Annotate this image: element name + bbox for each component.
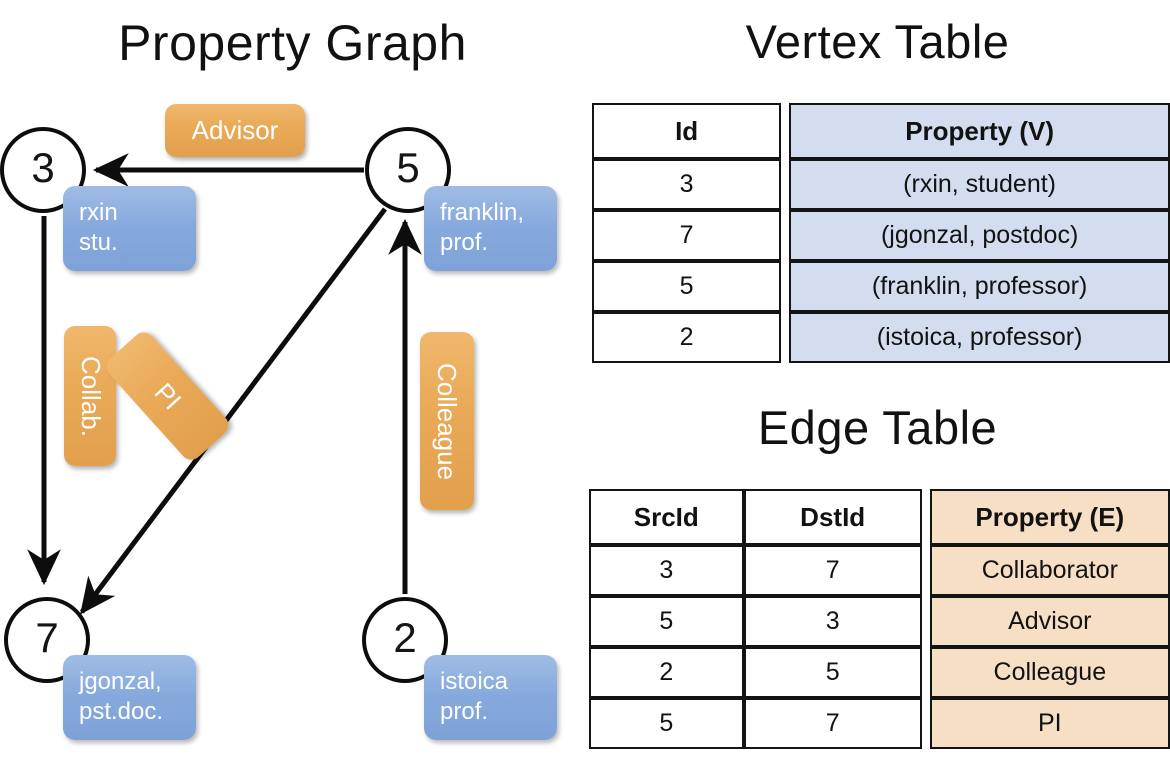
edge-table-column-gap [921, 647, 930, 698]
table-row[interactable]: 3 7 Collaborator [589, 545, 1170, 596]
edge-table-column-gap [921, 545, 930, 596]
vertex-cell-id: 7 [592, 210, 782, 261]
node-property-jgonzal-line1: jgonzal, [79, 668, 162, 695]
table-row[interactable]: 5 3 Advisor [589, 596, 1170, 647]
table-row[interactable]: 3 (rxin, student) [592, 159, 1170, 210]
node-property-istoica-line2: prof. [440, 698, 489, 725]
vertex-table: Id Property (V) 3 (rxin, student) 7 (jgo… [592, 103, 1170, 363]
graph-edges-layer [27, 153, 422, 615]
edge-cell-dstid: 5 [743, 647, 922, 698]
node-property-franklin-line1: franklin, [440, 199, 525, 226]
table-row[interactable]: 5 (franklin, professor) [592, 261, 1170, 312]
vertex-cell-id: 2 [592, 312, 782, 363]
node-property-istoica-line1: istoica [440, 668, 509, 695]
graph-node-2-label: 2 [393, 614, 417, 661]
page-title-property-graph: Property Graph [118, 15, 467, 71]
graph-node-3-label: 3 [31, 144, 55, 191]
node-property-rxin-line2: stu. [79, 229, 118, 256]
edge-cell-property: Colleague [929, 647, 1170, 698]
edge-label-colleague[interactable]: Colleague [420, 332, 474, 510]
graph-node-5[interactable]: 5 [365, 127, 451, 213]
vertex-cell-property: (rxin, student) [789, 159, 1170, 210]
table-row[interactable]: 5 7 PI [589, 698, 1170, 749]
edge-table-header-property: Property (E) [929, 489, 1170, 545]
vertex-table-column-gap [781, 210, 790, 261]
node-property-box-jgonzal[interactable]: jgonzal, pst.doc. [63, 655, 196, 740]
edge-label-pi-text: PI [148, 376, 188, 415]
vertex-cell-id: 5 [592, 261, 782, 312]
graph-node-2[interactable]: 2 [362, 597, 448, 683]
edge-table-header-row: SrcId DstId Property (E) [589, 489, 1170, 545]
edge-table-column-gap [921, 698, 930, 749]
edge-cell-srcid: 5 [589, 596, 744, 647]
node-property-box-rxin[interactable]: rxin stu. [63, 186, 196, 271]
edge-label-collab-text: Collab. [75, 355, 106, 437]
edge-cell-property: Collaborator [929, 545, 1170, 596]
page-title-vertex-table: Vertex Table [745, 15, 1010, 68]
property-graph-diagram: 3 5 7 2 rxin stu. franklin, prof. jgonza… [0, 104, 557, 740]
edge-cell-dstid: 7 [743, 698, 922, 749]
table-row[interactable]: 7 (jgonzal, postdoc) [592, 210, 1170, 261]
edge-cell-dstid: 3 [743, 596, 922, 647]
edge-label-advisor[interactable]: Advisor [165, 104, 305, 157]
vertex-cell-property: (istoica, professor) [789, 312, 1170, 363]
vertex-table-header-row: Id Property (V) [592, 103, 1170, 159]
edge-table-header-dstid: DstId [743, 489, 922, 545]
edge-cell-srcid: 5 [589, 698, 744, 749]
vertex-cell-id: 3 [592, 159, 782, 210]
table-row[interactable]: 2 5 Colleague [589, 647, 1170, 698]
vertex-table-column-gap [781, 103, 790, 159]
edge-table-header-srcid: SrcId [589, 489, 744, 545]
vertex-cell-property: (franklin, professor) [789, 261, 1170, 312]
vertex-table-column-gap [781, 159, 790, 210]
edge-table-column-gap [921, 596, 930, 647]
node-property-rxin-line1: rxin [79, 199, 118, 226]
node-property-jgonzal-line2: pst.doc. [79, 698, 164, 725]
vertex-table-header-property: Property (V) [789, 103, 1170, 159]
edge-cell-srcid: 2 [589, 647, 744, 698]
edge-label-advisor-text: Advisor [191, 115, 279, 145]
edge-cell-srcid: 3 [589, 545, 744, 596]
edge-table-column-gap [921, 489, 930, 545]
edge-5-to-7 [80, 207, 387, 615]
node-property-franklin-line2: prof. [440, 229, 489, 256]
graph-node-5-label: 5 [396, 144, 420, 191]
page-title-edge-table: Edge Table [757, 401, 998, 454]
edge-cell-property: PI [929, 698, 1170, 749]
node-property-box-franklin[interactable]: franklin, prof. [424, 186, 557, 271]
graph-node-7-label: 7 [35, 614, 59, 661]
vertex-table-column-gap [781, 261, 790, 312]
edge-table: SrcId DstId Property (E) 3 7 Collaborato… [589, 489, 1170, 749]
vertex-cell-property: (jgonzal, postdoc) [789, 210, 1170, 261]
vertex-table-column-gap [781, 312, 790, 363]
node-property-box-istoica[interactable]: istoica prof. [424, 655, 557, 740]
table-row[interactable]: 2 (istoica, professor) [592, 312, 1170, 363]
edge-label-colleague-text: Colleague [432, 362, 463, 480]
vertex-table-header-id: Id [592, 103, 782, 159]
edge-cell-property: Advisor [929, 596, 1170, 647]
edge-cell-dstid: 7 [743, 545, 922, 596]
edge-label-collab[interactable]: Collab. [64, 326, 116, 466]
